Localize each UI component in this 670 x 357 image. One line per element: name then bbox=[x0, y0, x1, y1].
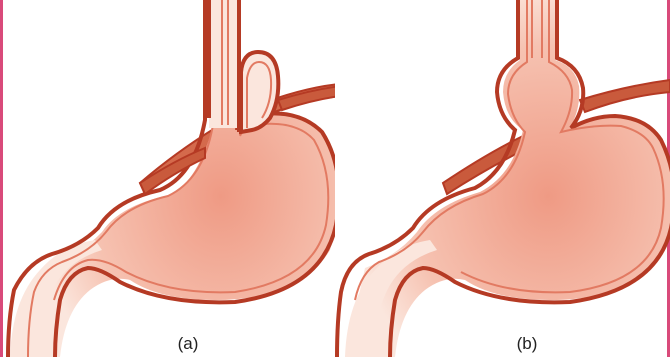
stomach-illustration-a bbox=[0, 0, 335, 357]
caption-a: (a) bbox=[158, 334, 218, 354]
stomach-body bbox=[30, 0, 335, 357]
panel-a: (a) bbox=[0, 0, 335, 357]
stomach-illustration-b bbox=[335, 0, 670, 357]
panel-b: (b) bbox=[335, 0, 670, 357]
diaphragm-band-right bbox=[580, 80, 670, 112]
caption-b: (b) bbox=[497, 334, 557, 354]
oesophagus bbox=[209, 0, 239, 128]
